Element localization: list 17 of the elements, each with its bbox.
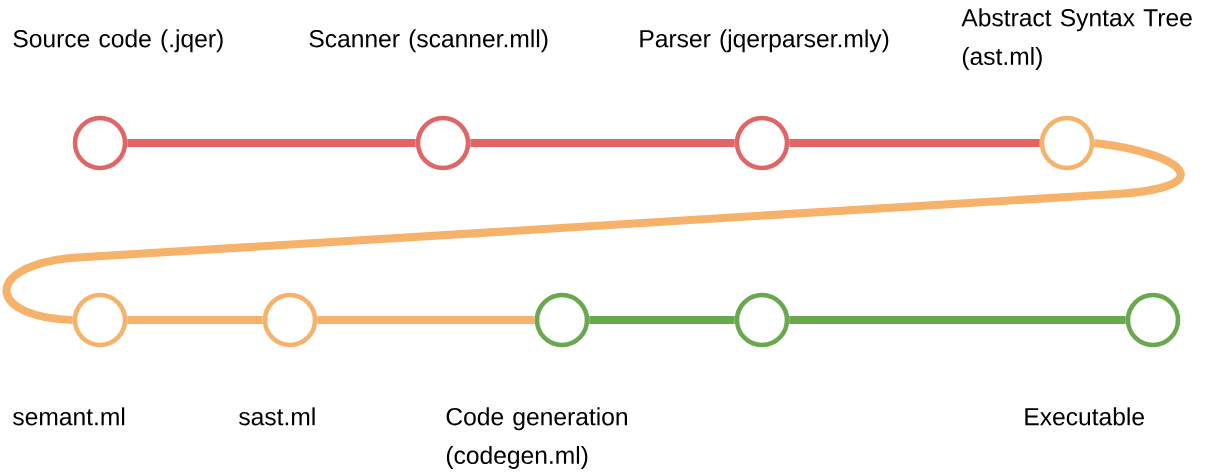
connector-line xyxy=(589,315,735,325)
station-label: Source code (.jqer) xyxy=(13,29,223,53)
connector-line xyxy=(789,315,1126,325)
station-label: Parser (jqerparser.mly) xyxy=(640,29,889,53)
connector-line xyxy=(317,315,535,325)
station-label: Abstract Syntax Tree (ast.ml) xyxy=(961,8,1192,70)
connector-line xyxy=(127,315,263,325)
station-circle xyxy=(734,292,790,348)
station-label: Code generation (codegen.ml) xyxy=(446,407,627,469)
station-label: Executable xyxy=(1025,407,1144,426)
station-label: Scanner (scanner.mll) xyxy=(309,29,548,53)
connector-line xyxy=(789,138,1040,148)
station-label: sast.ml xyxy=(239,407,315,426)
connector-line xyxy=(127,138,416,148)
station-label: semant.ml xyxy=(13,407,125,426)
connector-line xyxy=(4,139,1183,324)
connector-line xyxy=(470,138,735,148)
